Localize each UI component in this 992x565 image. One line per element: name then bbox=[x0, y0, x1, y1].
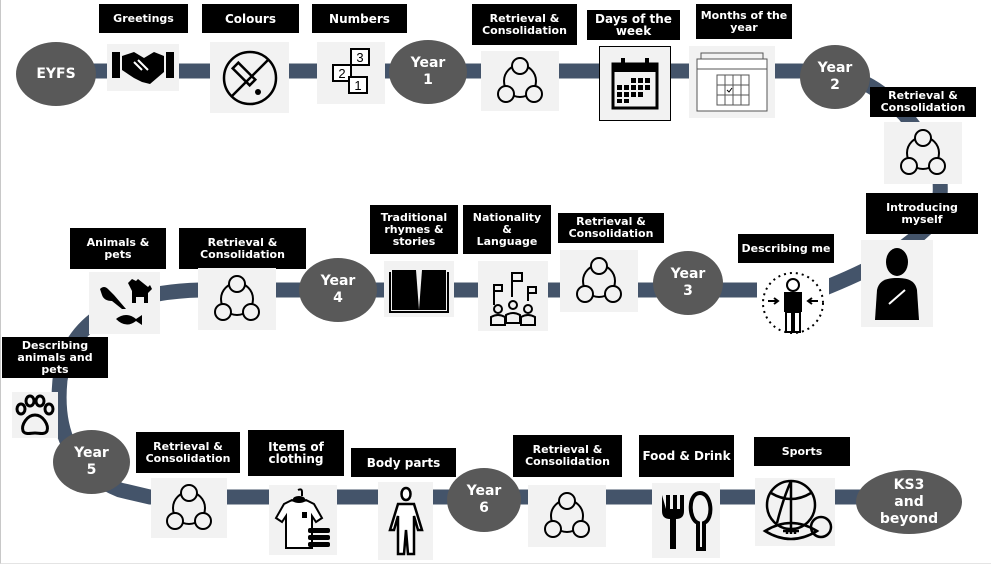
person-pointing-self-icon bbox=[861, 240, 933, 327]
three-circles-cycle-icon bbox=[528, 485, 606, 547]
topic-label-greetings: Greetings bbox=[99, 4, 188, 33]
topic-label-retrieval-y6: Retrieval & Consolidation bbox=[513, 435, 622, 477]
topic-label-body-parts: Body parts bbox=[351, 448, 456, 477]
topic-label-retrieval-y5: Retrieval & Consolidation bbox=[136, 432, 240, 473]
three-circles-cycle-icon bbox=[884, 122, 962, 184]
svg-text:2: 2 bbox=[338, 66, 345, 81]
svg-text:3: 3 bbox=[356, 50, 363, 65]
topic-label-retrieval-y1: Retrieval & Consolidation bbox=[472, 4, 577, 45]
open-book-icon bbox=[384, 261, 454, 317]
stage-ks3-and-beyond: KS3 and beyond bbox=[856, 470, 962, 534]
topic-label-retrieval-y3: Retrieval & Consolidation bbox=[558, 213, 664, 243]
fork-spoon-icon bbox=[652, 483, 720, 558]
stage-year-1: Year 1 bbox=[389, 40, 467, 104]
topic-label-days-of-week: Days of the week bbox=[587, 10, 680, 40]
topic-label-nationality-language: Nationality & Language bbox=[463, 205, 551, 254]
stage-year-6: Year 6 bbox=[447, 468, 521, 532]
people-flags-icon bbox=[478, 261, 548, 331]
stage-year-3: Year 3 bbox=[653, 251, 723, 315]
stage-year-2: Year 2 bbox=[800, 45, 870, 109]
paint-dropper-icon bbox=[210, 42, 289, 113]
topic-label-items-of-clothing: Items of clothing bbox=[248, 430, 344, 476]
topic-label-sports: Sports bbox=[754, 437, 850, 466]
topic-label-animals-pets: Animals & pets bbox=[70, 228, 166, 269]
clothing-icon bbox=[269, 485, 337, 555]
paw-print-icon bbox=[12, 392, 58, 438]
three-circles-cycle-icon bbox=[481, 51, 559, 111]
calendar-icon bbox=[599, 46, 671, 121]
topic-label-describing-animals: Describing animals and pets bbox=[2, 337, 108, 378]
topic-label-traditional-rhymes: Traditional rhymes & stories bbox=[370, 205, 458, 254]
topic-label-introducing-myself: Introducing myself bbox=[866, 193, 978, 234]
topic-label-colours: Colours bbox=[202, 4, 299, 33]
three-circles-cycle-icon bbox=[198, 268, 276, 330]
svg-text:1: 1 bbox=[354, 78, 361, 93]
animals-icon bbox=[89, 272, 160, 334]
stage-year-5: Year 5 bbox=[53, 430, 130, 494]
topic-label-months-of-year: Months of the year bbox=[696, 4, 792, 39]
topic-label-numbers: Numbers bbox=[312, 4, 407, 33]
topic-label-retrieval-y4: Retrieval & Consolidation bbox=[179, 228, 306, 269]
person-focus-icon bbox=[757, 270, 829, 336]
topic-label-food-drink: Food & Drink bbox=[639, 435, 734, 477]
three-circles-cycle-icon bbox=[560, 250, 638, 312]
stage-year-4: Year 4 bbox=[299, 258, 377, 322]
handshake-icon bbox=[107, 44, 179, 91]
topic-label-retrieval-y2: Retrieval & Consolidation bbox=[870, 87, 976, 117]
calendar-check-icon bbox=[689, 46, 775, 118]
sports-balls-icon bbox=[755, 478, 835, 546]
topic-label-describing-me: Describing me bbox=[738, 234, 834, 263]
three-circles-cycle-icon bbox=[151, 478, 227, 538]
stage-eyfs: EYFS bbox=[16, 42, 96, 106]
body-outline-icon bbox=[378, 482, 433, 560]
